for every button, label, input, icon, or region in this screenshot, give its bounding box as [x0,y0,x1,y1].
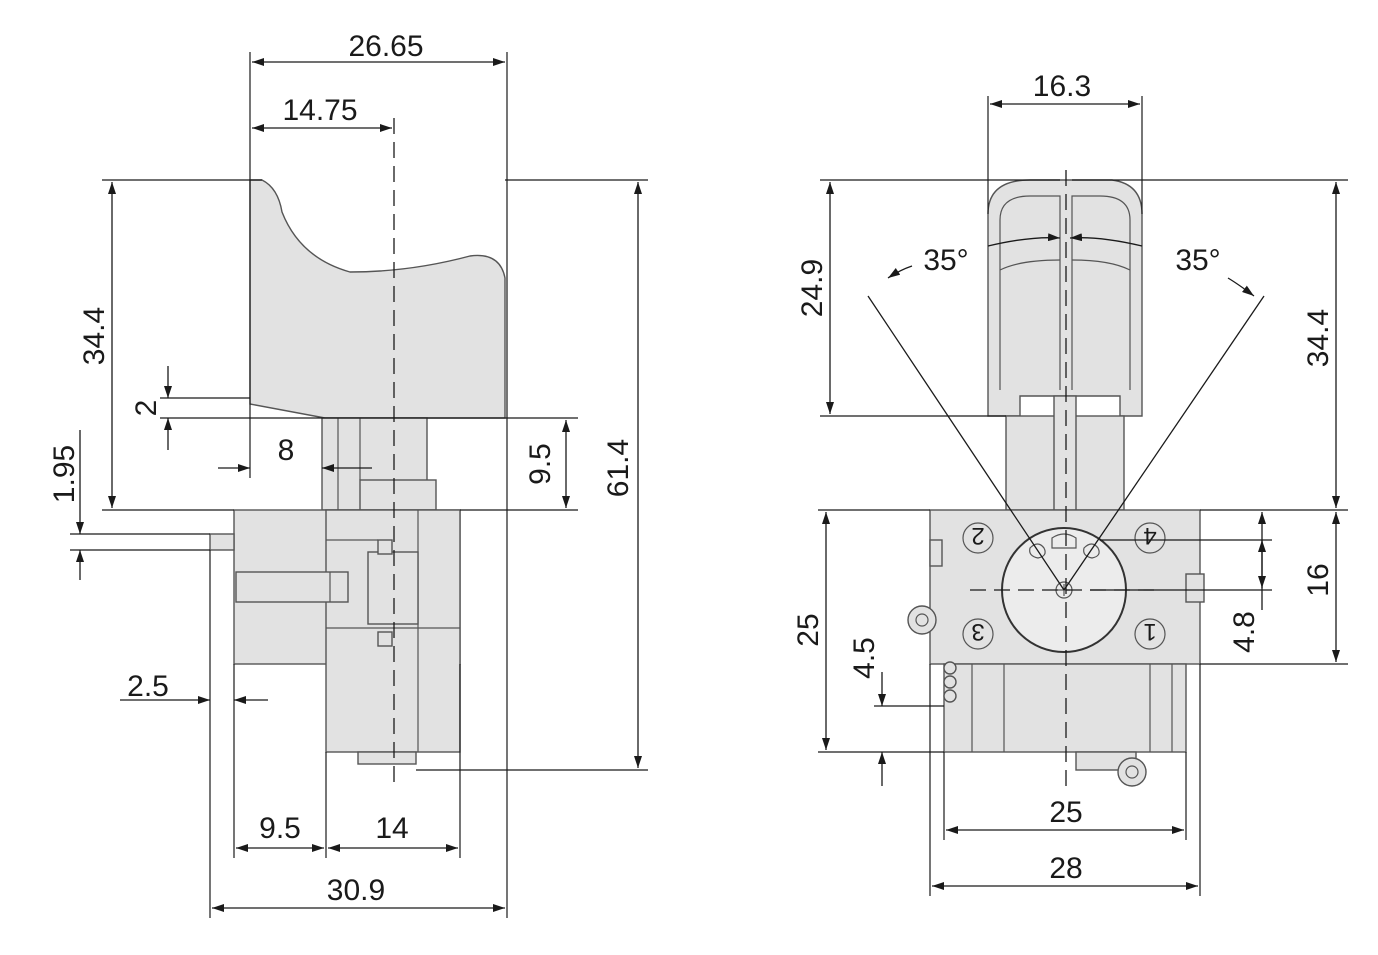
dim-shaft-height: 9.5 [524,443,557,485]
screw-icon [1117,757,1147,787]
dim-angle-left: 35° [923,244,968,277]
terminal-3-icon [962,618,994,650]
dim-overall-height-front: 34.4 [1302,309,1335,367]
dim-base-width: 25 [1049,796,1082,829]
terminal-1-icon [1134,618,1166,650]
screw-icon [907,605,937,635]
dim-trigger-height: 34.4 [78,307,111,365]
dim-body-depth: 14 [375,812,408,845]
dim-pin-thickness: 1.95 [48,445,81,503]
dim-pin-gap: 2.5 [127,670,169,703]
dim-trigger-height-front: 24.9 [796,259,829,317]
trigger-body [249,179,506,419]
dim-trigger-width: 16.3 [1033,70,1091,103]
dim-angle-right: 35° [1175,244,1220,277]
front-trigger [987,179,1143,417]
terminal-label-1: 1 [1143,618,1156,645]
terminal-label-3: 3 [971,618,984,645]
side-view: 26.65 14.75 34.4 2 8 9.5 61.4 1.95 2.5 9… [48,30,648,918]
dim-shaft-offset: 8 [278,434,295,467]
terminal-label-4: 4 [1143,522,1156,549]
dim-dial-offset: 4.8 [1228,611,1261,653]
dim-body-width: 28 [1049,852,1082,885]
terminal-label-2: 2 [971,522,984,549]
dim-step-height: 2 [130,400,163,417]
dim-body-height: 25 [792,613,825,646]
terminal-4-icon [1134,522,1166,554]
dim-total-height: 61.4 [602,439,635,497]
dim-total-depth: 30.9 [327,874,385,907]
dim-dial-height: 16 [1302,563,1335,596]
dim-terminal-height: 4.5 [848,637,881,679]
dim-overall-width: 26.65 [348,30,423,63]
front-view: 2 4 3 1 [792,70,1348,896]
terminal-2-icon [962,522,994,554]
dim-lower-depth: 9.5 [259,812,301,845]
dim-center-offset: 14.75 [282,94,357,127]
terminal-pin [209,533,235,551]
